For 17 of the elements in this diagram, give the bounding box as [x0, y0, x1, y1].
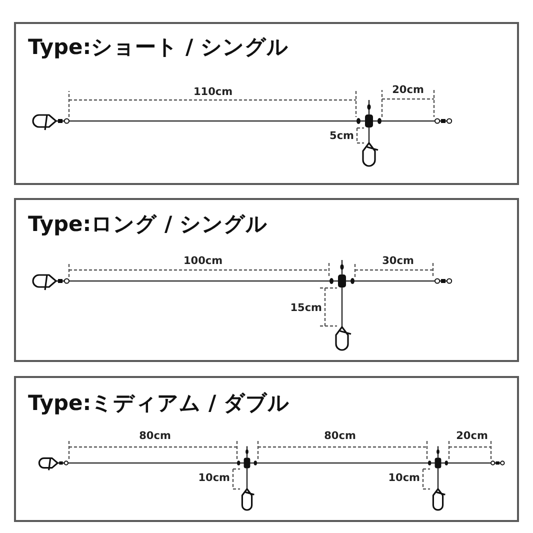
dimension-label: 80cm: [139, 430, 171, 442]
panel-title: Type:ショート / シングル: [28, 35, 288, 59]
panel-title: Type:ロング / シングル: [28, 212, 268, 236]
dimension-label: 15cm: [290, 302, 322, 314]
dimension-label: 20cm: [392, 84, 424, 96]
dimension-label: 10cm: [198, 472, 230, 484]
panel-box: [14, 198, 519, 362]
dimension-label: 20cm: [456, 430, 488, 442]
dimension-label: 100cm: [183, 255, 223, 267]
dimension-label: 80cm: [324, 430, 356, 442]
dimension-label: 10cm: [388, 472, 420, 484]
panel-box: [14, 376, 519, 522]
panel-title: Type:ミディアム / ダブル: [28, 391, 290, 415]
dimension-label: 5cm: [330, 130, 354, 142]
dimension-label: 110cm: [193, 86, 233, 98]
panel-box: [14, 22, 519, 185]
dimension-label: 30cm: [382, 255, 414, 267]
